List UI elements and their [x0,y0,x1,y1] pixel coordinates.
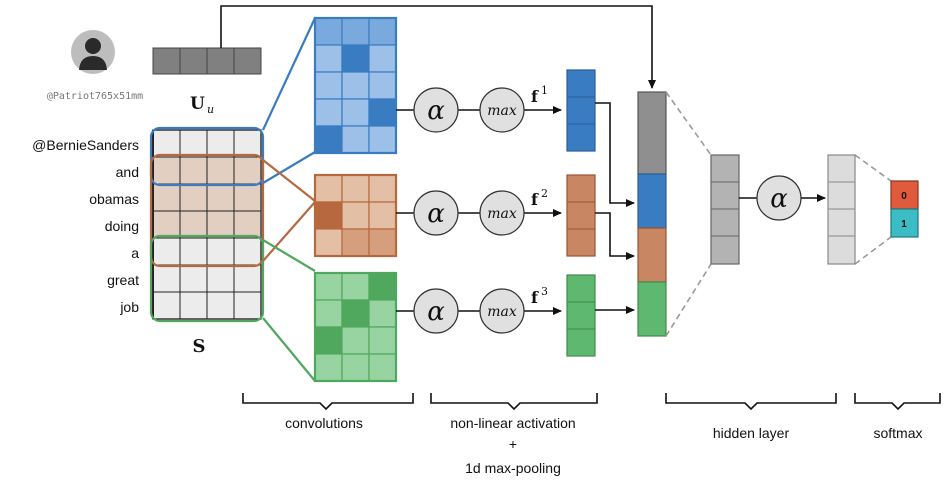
sentence-matrix [149,126,265,323]
stage-label-activation: non-linear activation [450,415,575,431]
alpha-symbol: α [427,96,445,126]
user-avatar-icon [71,30,115,74]
sentence-words: @BernieSanders and obamas doing a great … [32,137,139,315]
f1-label: f [531,87,539,106]
softmax-output [890,180,919,238]
hidden-layer-vector [710,154,740,265]
stage-label-plus: + [509,436,517,452]
stage-label-maxpool: 1d max-pooling [465,460,561,476]
word-token: a [131,245,139,261]
activation-nodes [413,87,459,334]
concatenated-vector [637,91,667,337]
stage-label-hidden: hidden layer [713,425,790,441]
stage-braces [242,393,941,411]
maxpool-nodes [479,87,525,334]
activated-hidden-vector [827,154,856,265]
blue-filter-window [149,126,265,187]
user-handle: @Patriot765x51mm [47,91,143,102]
max-symbol: max [487,304,517,320]
conv-map-orange [313,173,398,258]
word-token: @BernieSanders [32,137,139,153]
stage-label-convolutions: convolutions [285,415,363,431]
user-embedding-vector [152,47,262,75]
pooled-vector-orange [566,174,596,257]
user-skip-connection-arrow [220,5,656,89]
conv-map-green [313,271,398,383]
f1-superscript: 1 [541,84,548,97]
filter-projection-lines [262,17,316,382]
stage-label-softmax: softmax [873,425,922,441]
conv-map-blue [313,16,398,155]
softmax-class-0: 0 [901,191,907,202]
f3-superscript: 3 [541,285,548,298]
pooled-vector-blue [566,69,596,152]
user-embedding-subscript: u [207,103,214,116]
max-symbol: max [487,103,517,119]
f2-label: f [531,190,539,209]
pooled-vector-green [566,274,596,357]
word-token: obamas [89,191,139,207]
dense-connection-lines [665,91,892,337]
alpha-symbol: α [770,184,788,214]
alpha-symbol: α [427,199,445,229]
f2-superscript: 2 [541,187,548,200]
user-embedding-label: U [190,94,205,114]
word-token: and [116,164,139,180]
sentence-matrix-label: S [193,336,206,357]
f3-label: f [531,288,539,307]
word-token: doing [105,218,139,234]
softmax-class-1: 1 [901,219,907,230]
orange-filter-window [149,153,265,268]
alpha-symbol: α [427,297,445,327]
max-symbol: max [487,206,517,222]
word-token: job [119,299,139,315]
word-token: great [107,272,139,288]
green-filter-window [149,234,265,323]
pipeline-connectors [396,106,562,315]
concat-arrows [595,102,635,314]
